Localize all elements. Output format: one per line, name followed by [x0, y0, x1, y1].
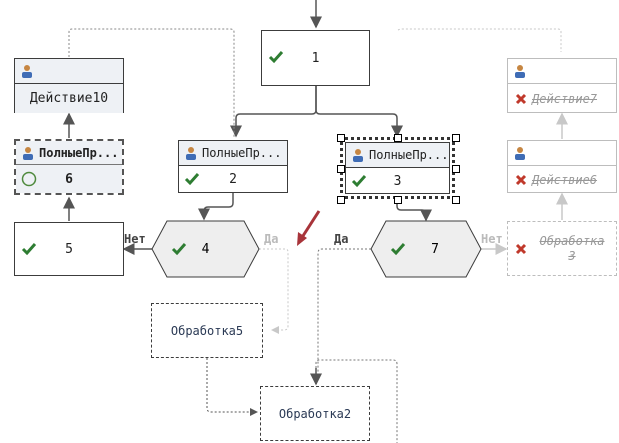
selection-handle[interactable] [394, 134, 402, 142]
node-3-title: ПолныеПр... [369, 148, 449, 162]
obrabotka3-line2: 3 [568, 248, 576, 263]
connector-3-7 [396, 199, 432, 222]
selection-handle[interactable] [337, 165, 345, 173]
obrabotka3-line1: Обработка [539, 233, 605, 248]
cross-icon [514, 173, 528, 187]
action-node-deystvie10[interactable]: Действие10 [14, 58, 124, 113]
node-1-value: 1 [311, 50, 320, 66]
check-icon [21, 241, 37, 257]
process-node-obrabotka3[interactable]: Обработка 3 [507, 221, 617, 276]
selection-handle[interactable] [452, 196, 460, 204]
obrabotka5-label: Обработка5 [170, 323, 244, 338]
deystvie6-label: Действие6 [532, 172, 598, 187]
user-icon [351, 148, 365, 162]
connector-1-3 [315, 86, 403, 138]
check-icon [390, 241, 406, 257]
node-5-value: 5 [65, 241, 73, 257]
obrabotka2-label: Обработка2 [278, 406, 352, 421]
task-node-2[interactable]: ПолныеПр... 2 [178, 140, 288, 193]
connector-4-obr5 [259, 248, 289, 334]
action-node-deystvie7[interactable]: Действие7 [507, 58, 617, 113]
connector-obr5-obr2 [206, 358, 258, 416]
gateway-node-7[interactable]: 7 [386, 221, 466, 277]
connector-7-obr2-dotted [317, 248, 371, 378]
connector-dotted-right [397, 28, 562, 52]
task-node-3-selected[interactable]: ПолныеПр... 3 [340, 137, 455, 199]
check-icon [184, 171, 200, 187]
gateway-7-shape [370, 220, 482, 278]
deystvie7-label: Действие7 [532, 91, 598, 106]
process-node-obrabotka2[interactable]: Обработка2 [260, 386, 370, 441]
selection-handle[interactable] [337, 134, 345, 142]
node-2-title: ПолныеПр... [202, 146, 282, 160]
node-7-value: 7 [431, 241, 439, 257]
user-icon [21, 146, 35, 160]
check-icon [351, 173, 367, 189]
check-icon [268, 49, 284, 65]
edge-label-da-left: Да [264, 232, 279, 246]
user-icon [20, 64, 34, 78]
user-icon [513, 146, 527, 160]
selection-handle[interactable] [337, 196, 345, 204]
pointer-arrow-line [299, 210, 321, 240]
task-node-5[interactable]: 5 [14, 222, 124, 276]
task-node-6[interactable]: ПолныеПр... 6 [14, 139, 124, 195]
user-icon [513, 64, 527, 78]
connector-dotted-left [68, 28, 235, 138]
selection-handle[interactable] [452, 165, 460, 173]
connector-dotted-down [315, 359, 398, 443]
edge-label-net-right: Нет [481, 232, 503, 246]
pending-circle-icon [21, 171, 37, 187]
selection-handle[interactable] [394, 196, 402, 204]
task-node-1[interactable]: 1 [261, 30, 370, 86]
node-6-title: ПолныеПр... [39, 145, 119, 160]
pointer-arrow-head [297, 232, 307, 246]
gateway-node-4[interactable]: 4 [167, 221, 244, 277]
cross-icon [514, 92, 528, 106]
connector-1-2 [230, 86, 317, 138]
edge-label-net-left: Нет [124, 232, 146, 246]
selection-handle[interactable] [452, 134, 460, 142]
action-node-deystvie6[interactable]: Действие6 [507, 140, 617, 193]
cross-icon [514, 242, 528, 256]
deystvie10-label: Действие10 [15, 84, 123, 113]
node-4-value: 4 [201, 241, 210, 257]
gateway-4-shape [151, 220, 260, 278]
process-node-obrabotka5[interactable]: Обработка5 [151, 303, 263, 358]
node-2-value: 2 [229, 172, 237, 187]
user-icon [184, 146, 198, 160]
node-6-value: 6 [65, 171, 73, 187]
check-icon [171, 241, 187, 257]
edge-label-da-right: Да [334, 232, 349, 246]
node-3-value: 3 [393, 173, 402, 189]
connector-2-4 [198, 193, 234, 221]
